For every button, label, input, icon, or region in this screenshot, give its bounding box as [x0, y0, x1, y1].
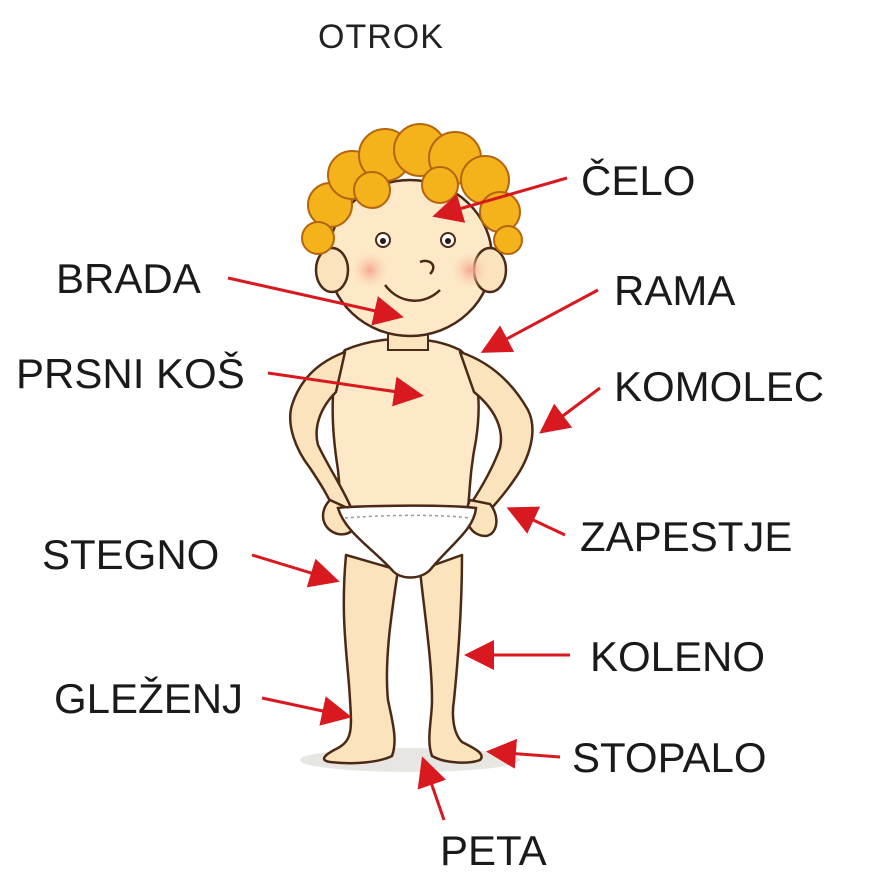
label-stopalo: STOPALO: [572, 737, 767, 779]
label-glezenj: GLEŽENJ: [54, 678, 243, 720]
label-celo: ČELO: [581, 160, 695, 202]
label-peta: PETA: [440, 830, 547, 872]
torso: [333, 339, 479, 508]
arrow-glezenj: [262, 698, 346, 716]
label-komolec: KOMOLEC: [614, 366, 824, 408]
label-koleno: KOLENO: [590, 636, 765, 678]
label-brada: BRADA: [56, 258, 201, 300]
arrow-rama: [486, 290, 598, 350]
arrow-zapestje: [512, 510, 565, 535]
label-stegno: STEGNO: [42, 534, 219, 576]
arrow-komolec: [544, 388, 600, 430]
label-zapestje: ZAPESTJE: [580, 516, 792, 558]
label-rama: RAMA: [614, 270, 735, 312]
label-prsni-kos: PRSNI KOŠ: [16, 353, 245, 395]
legs: [324, 555, 482, 763]
arrow-stegno: [252, 555, 334, 580]
